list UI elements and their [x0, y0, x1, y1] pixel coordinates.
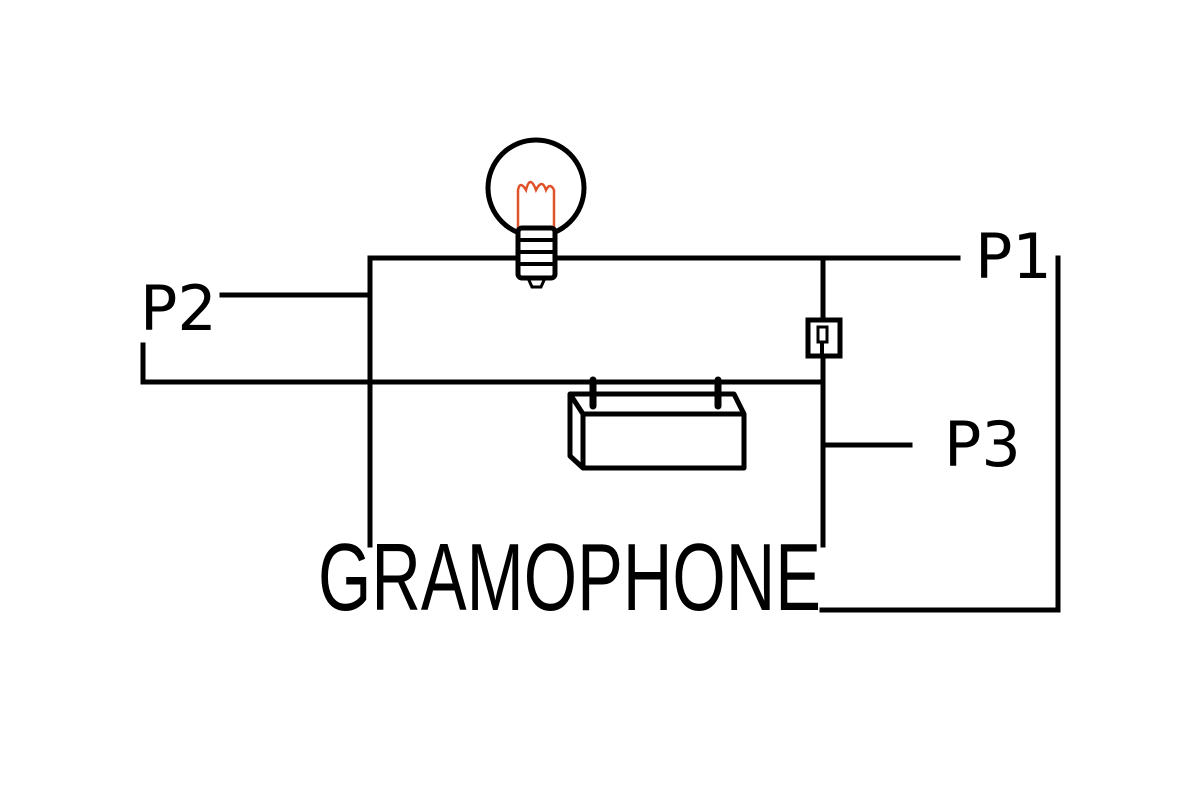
switch-icon [805, 317, 843, 359]
lower-wire [140, 342, 825, 385]
light-bulb-icon [485, 137, 587, 289]
label-p3: P3 [944, 408, 1021, 481]
p1-return-wire [819, 255, 1061, 613]
battery-icon [567, 376, 747, 471]
label-p2: P2 [140, 272, 217, 345]
label-gramophone: GRAMOPHONE [318, 524, 821, 631]
label-p1: P1 [975, 220, 1052, 293]
